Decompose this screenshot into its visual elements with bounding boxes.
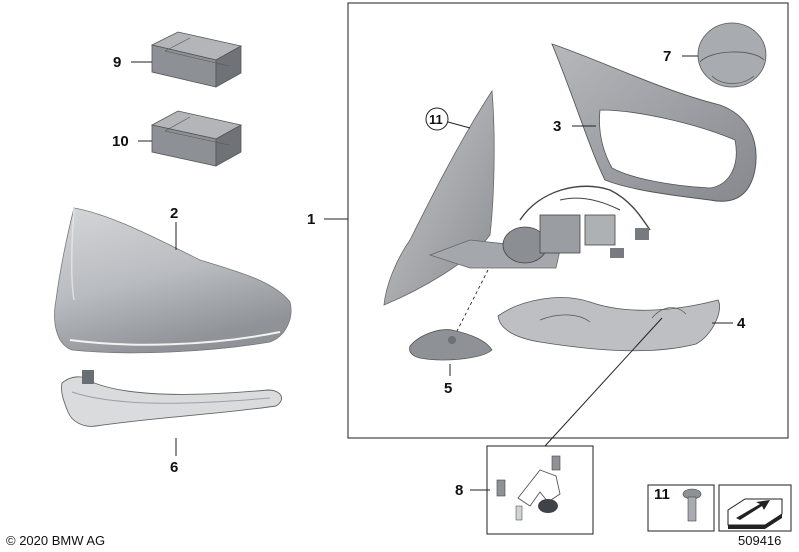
part-9-box: [150, 31, 243, 88]
callout-8: 8: [455, 482, 463, 499]
leader-8-link: [544, 317, 663, 447]
callout-11-inset: 11: [654, 486, 670, 503]
leader-11: [447, 121, 471, 129]
part-4-lower-cover: [497, 297, 720, 352]
dashed-axis: [454, 269, 489, 336]
callout-11-circle: [425, 107, 449, 131]
mirror-mechanism: [502, 185, 651, 264]
part-11-mirror-glass: [383, 89, 561, 306]
callout-1: 1: [307, 211, 315, 228]
callout-11-circled: 11: [429, 112, 443, 127]
callout-7: 7: [663, 48, 671, 65]
assembly-frame: [347, 2, 789, 439]
callout-3: 3: [553, 118, 561, 135]
callout-5: 5: [444, 380, 452, 397]
callout-4: 4: [737, 315, 746, 332]
diagram-number: 509416: [738, 533, 781, 548]
part-6-turn-signal: [61, 370, 282, 427]
part-10-box: [150, 110, 243, 167]
part-11-screw: [682, 488, 702, 522]
callout-2: 2: [170, 205, 178, 222]
copyright-text: © 2020 BMW AG: [6, 533, 105, 548]
part-3-housing-frame: [551, 43, 757, 202]
callout-10: 10: [112, 133, 129, 150]
arrow-symbol-inset: [718, 484, 792, 532]
part-2-mirror-cap: [54, 207, 292, 354]
part-8-bracket: [496, 455, 561, 521]
callout-6: 6: [170, 459, 178, 476]
part-11-inset: [647, 484, 715, 532]
arrow-icon: [727, 498, 783, 529]
part-5-plate: [409, 329, 493, 361]
part-7-motor: [697, 22, 767, 88]
callout-9: 9: [113, 54, 121, 71]
